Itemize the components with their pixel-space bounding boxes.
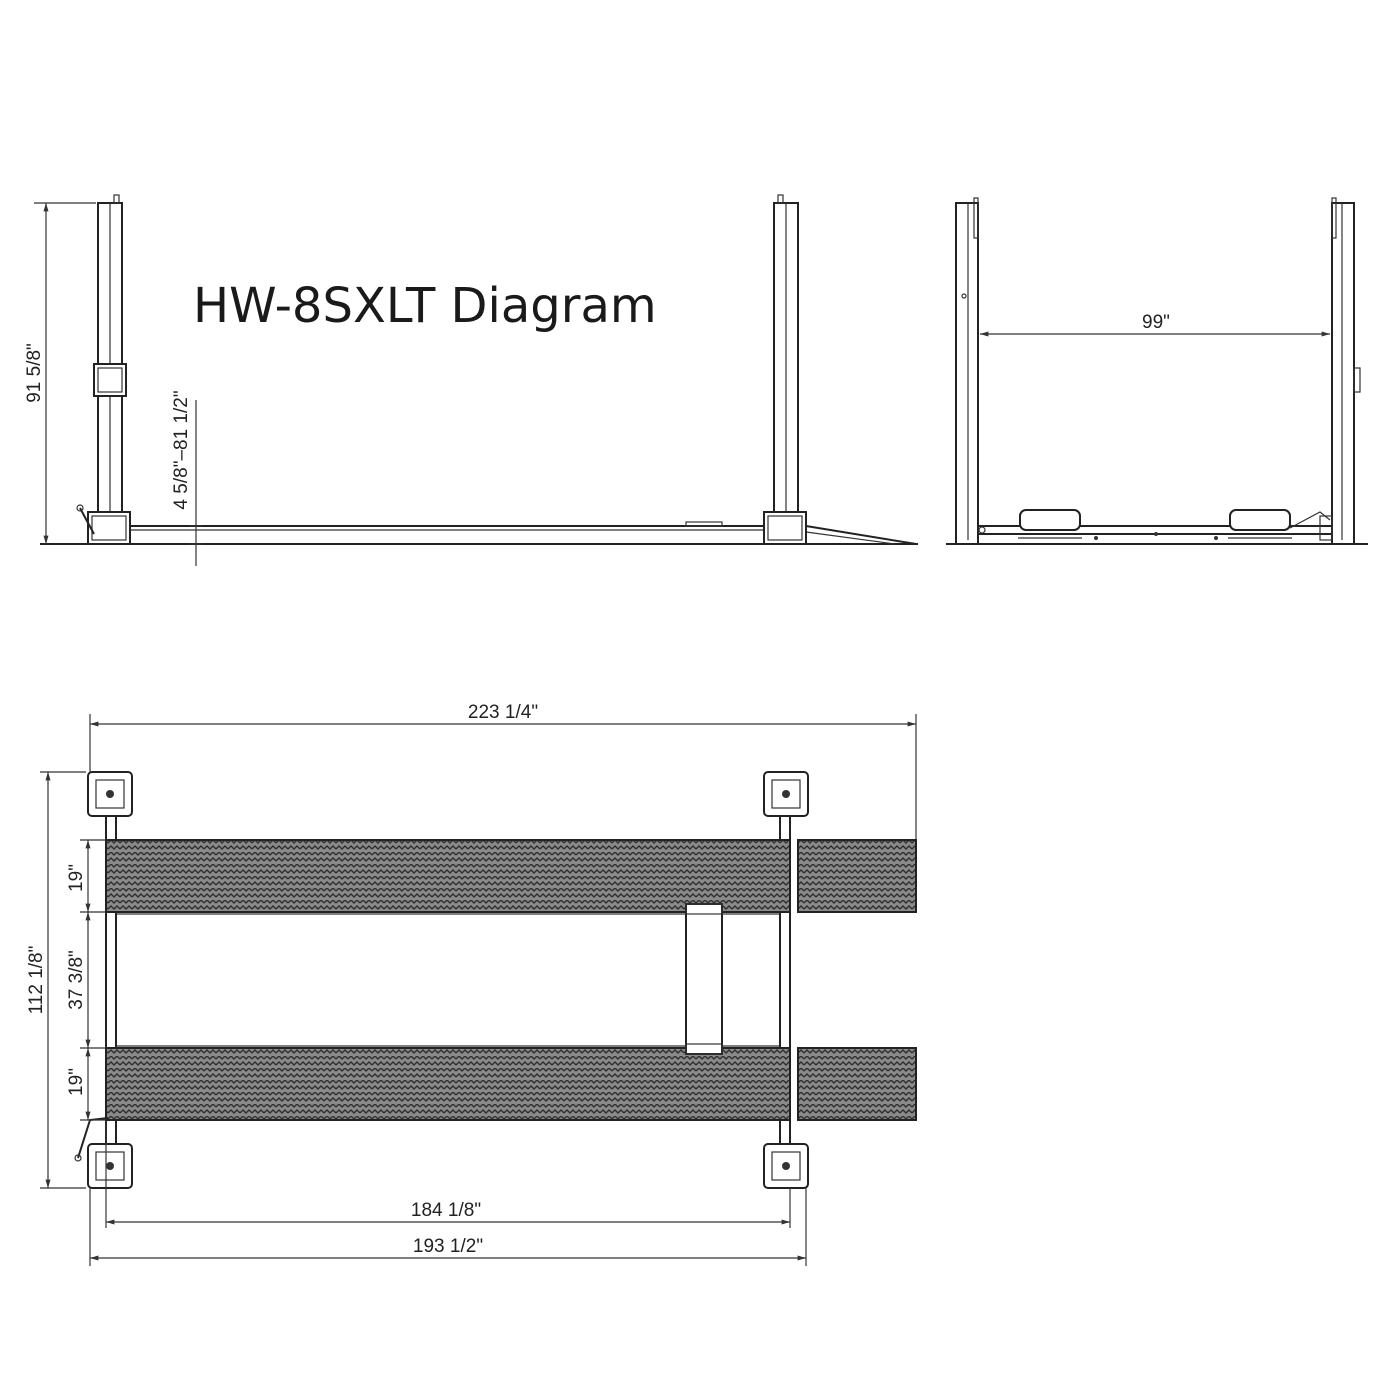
post-top-left xyxy=(87,771,133,817)
runway-top xyxy=(105,839,791,913)
runway-bottom xyxy=(105,1047,791,1121)
front-view: 99" xyxy=(946,197,1368,545)
front-right-column xyxy=(1331,202,1355,545)
dim-overall-length: 223 1/4" xyxy=(468,702,538,723)
dim-lift-range: 4 5/8"–81 1/2" xyxy=(171,390,192,509)
dim-runway-width-top: 19" xyxy=(66,864,87,892)
dim-overall-width: 112 1/8" xyxy=(26,946,47,1015)
front-left-column xyxy=(955,202,979,545)
rolling-jack xyxy=(685,903,723,1055)
dim-width-between-columns: 99" xyxy=(1142,312,1170,333)
dim-runway-length: 184 1/8" xyxy=(411,1200,481,1221)
dim-runway-gap: 37 3/8" xyxy=(66,950,87,1010)
ramp-top xyxy=(797,839,917,913)
dim-runway-width-bottom: 19" xyxy=(66,1068,87,1096)
post-bottom-left xyxy=(87,1143,133,1189)
dim-overall-height: 91 5/8" xyxy=(24,343,45,403)
diagram-title: HW-8SXLT Diagram xyxy=(193,278,657,334)
dim-column-span: 193 1/2" xyxy=(413,1236,483,1257)
post-bottom-right xyxy=(763,1143,809,1189)
ramp-bottom xyxy=(797,1047,917,1121)
post-top-right xyxy=(763,771,809,817)
side-view: 91 5/8" 4 5/8"–81 1/2" xyxy=(24,194,918,566)
top-view: 223 1/4" xyxy=(26,702,917,1266)
